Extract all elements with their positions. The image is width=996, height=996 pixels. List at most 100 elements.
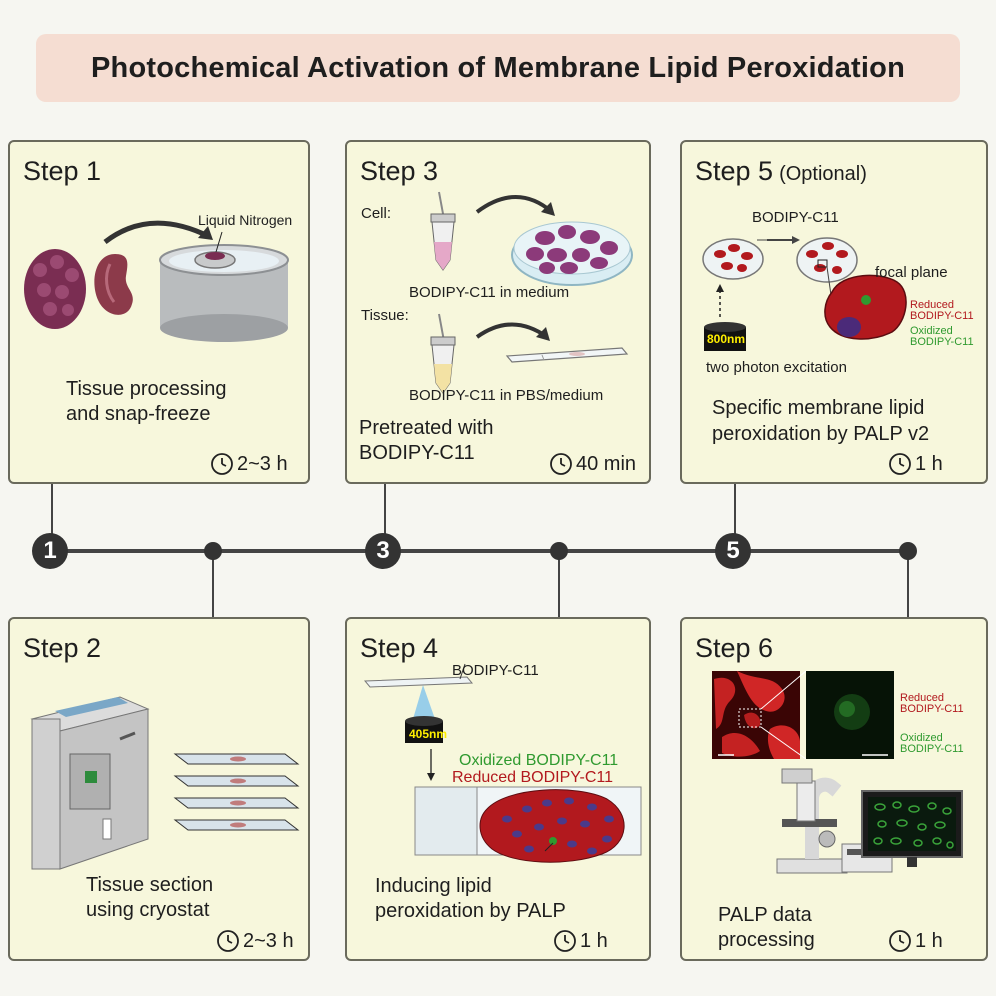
step-4-slide: [363, 676, 474, 688]
step-3-arrow-cell: [475, 195, 554, 214]
liver-icon: [24, 249, 86, 329]
step-5-label: Step 5(Optional): [695, 156, 867, 187]
clock-icon: [889, 453, 911, 475]
step-4-time: 1 h: [580, 929, 608, 952]
step-3-duration: 40 min: [549, 452, 636, 476]
clock-icon: [550, 453, 572, 475]
clock-icon: [211, 453, 233, 475]
step-6-oxidized-line2: BODIPY-C11: [900, 743, 964, 755]
page-title: Photochemical Activation of Membrane Lip…: [91, 51, 905, 84]
step-5-desc-line2: peroxidation by PALP v2: [712, 423, 930, 445]
step-6-label: Step 6: [695, 633, 774, 663]
step-6-card: Step 6: [680, 617, 988, 961]
step-1-label: Step 1: [23, 156, 102, 186]
step-3-tissue-label: Tissue:: [361, 307, 409, 324]
step-4-description: Inducing lipid peroxidation by PALP: [375, 874, 566, 924]
cryostat-icon: [30, 696, 150, 870]
step-5-reduced-legend: Reduced BODIPY-C11: [910, 300, 974, 322]
step-3-cell-medium: BODIPY-C11 in medium: [409, 284, 570, 301]
step-6-illustration: [712, 670, 963, 874]
step-1-duration: 2~3 h: [210, 452, 288, 476]
step-5-probe-label: BODIPY-C11: [752, 209, 839, 226]
step-4-illustration: [363, 663, 642, 863]
step-3-desc-line2: BODIPY-C11: [359, 442, 475, 464]
step-3-label: Step 3: [360, 156, 439, 186]
step-4-reduced-label: Reduced BODIPY-C11: [452, 769, 613, 786]
step-2-description: Tissue section using cryostat: [86, 873, 213, 923]
tube-tissue-icon: [430, 313, 456, 394]
clock-icon: [554, 930, 576, 952]
timeline-badge-1: 1: [32, 533, 68, 569]
step-4-probe-label: BODIPY-C11: [452, 662, 539, 679]
step-1-illustration: [24, 220, 289, 342]
step-4-label: Step 4: [360, 633, 439, 663]
step-3-desc-line1: Pretreated with: [359, 417, 494, 439]
monitor-icon: [861, 790, 963, 867]
petri-dish-small-1: [702, 238, 764, 280]
timeline-dot-6: [899, 542, 917, 560]
step-4-desc-line1: Inducing lipid: [375, 875, 492, 897]
laser-beam: [413, 685, 435, 719]
step-2-card: Step 2 Tissue section using cryostat: [8, 617, 310, 961]
step-4-card: Step 4 BODI: [345, 617, 651, 961]
liquid-nitrogen-dewar: [159, 244, 289, 342]
step-3-card: Step 3: [345, 140, 651, 484]
step-1-desc-line2: and snap-freeze: [66, 403, 211, 425]
step-4-oxidized-label: Oxidized BODIPY-C11: [459, 752, 619, 769]
step-5-optional: (Optional): [779, 163, 867, 185]
tissue-slide: [414, 786, 642, 863]
step-1-desc-line1: Tissue processing: [66, 378, 227, 400]
step-5-oxidized-line2: BODIPY-C11: [910, 336, 974, 348]
step-2-desc-line1: Tissue section: [86, 874, 214, 896]
step-4-desc-line2: peroxidation by PALP: [375, 900, 566, 922]
microscope-icon: [776, 768, 848, 874]
step-5-card: Step 5(Optional): [680, 140, 988, 484]
step-6-oxidized-legend: Oxidized BODIPY-C11: [900, 733, 964, 755]
kidney-icon: [94, 254, 133, 315]
step-3-time: 40 min: [576, 452, 637, 475]
step-4-duration: 1 h: [553, 929, 608, 953]
liquid-nitrogen-label: Liquid Nitrogen: [198, 212, 293, 228]
step-5-laser-label: 800nm: [707, 332, 746, 346]
step-6-desc-line2: processing: [718, 929, 815, 951]
step-5-duration: 1 h: [888, 452, 943, 476]
micrograph-oxidized: [806, 671, 894, 759]
step-6-reduced-legend: Reduced BODIPY-C11: [900, 693, 964, 715]
step-2-desc-line2: using cryostat: [86, 899, 210, 921]
timeline-badge-5: 5: [715, 533, 751, 569]
step-5-title: Step 5: [695, 156, 774, 186]
clock-icon: [889, 930, 911, 952]
step-5-desc-line1: Specific membrane lipid: [712, 397, 925, 419]
step-1-card: Step 1 Liquid Nitrogen Tissue: [8, 140, 310, 484]
step-3-tissue-medium: BODIPY-C11 in PBS/medium: [409, 387, 604, 404]
step-6-duration: 1 h: [888, 929, 943, 953]
petri-dish-small-2: [796, 237, 858, 283]
step-1-arrow: [103, 220, 212, 244]
step-3-arrow-tissue: [475, 322, 549, 339]
step-5-excitation: two photon excitation: [706, 359, 847, 376]
slides-stack: [173, 753, 300, 831]
step-6-description: PALP data processing: [718, 903, 815, 953]
step-5-reduced-line1: Reduced: [910, 299, 955, 311]
step-3-illustration: [430, 191, 633, 394]
step-3-description: Pretreated with BODIPY-C11: [359, 416, 494, 466]
step-6-oxidized-line1: Oxidized: [900, 732, 943, 744]
step-1-description: Tissue processing and snap-freeze: [66, 377, 226, 427]
step-2-time: 2~3 h: [243, 929, 294, 952]
step-1-time: 2~3 h: [237, 452, 288, 475]
step-2-label: Step 2: [23, 633, 102, 663]
step-5-time: 1 h: [915, 452, 943, 475]
step-5-oxidized-line1: Oxidized: [910, 325, 953, 337]
step-6-time: 1 h: [915, 929, 943, 952]
step-5-illustration: [702, 236, 907, 351]
laser-405nm-icon: [405, 716, 443, 743]
step-2-duration: 2~3 h: [216, 929, 294, 953]
step-6-desc-line1: PALP data: [718, 904, 812, 926]
title-banner: Photochemical Activation of Membrane Lip…: [36, 34, 960, 102]
tube-cell-icon: [430, 191, 456, 271]
timeline-dot-4: [550, 542, 568, 560]
step-3-cell-label: Cell:: [361, 205, 392, 222]
step-4-laser-label: 405nm: [409, 727, 448, 741]
glass-slide: [505, 347, 629, 363]
